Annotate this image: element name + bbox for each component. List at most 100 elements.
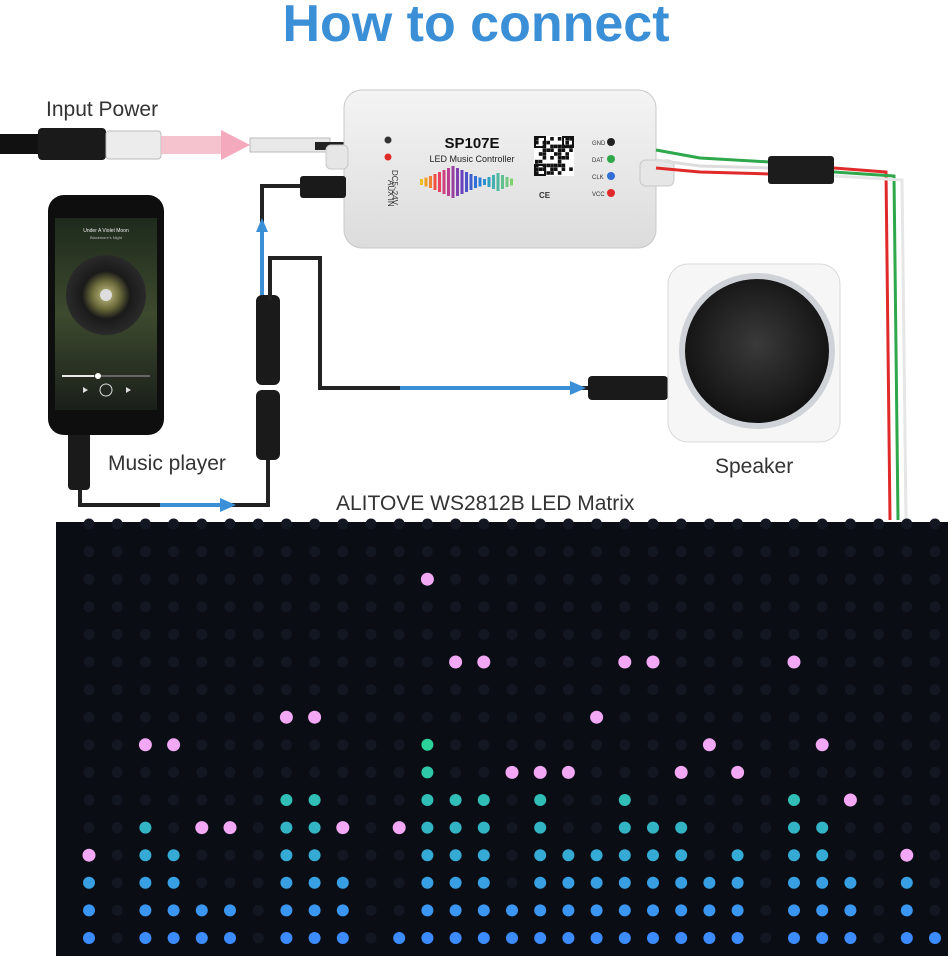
matrix-led-off [788,711,800,723]
sp107e-controller: SP107E LED Music Controller DC5~24V AUX … [300,89,675,249]
matrix-led-on [618,876,631,889]
matrix-led-off [788,546,800,558]
matrix-led-on [477,932,490,944]
matrix-led-off [478,766,490,778]
matrix-led-off [816,518,828,530]
matrix-led-off [816,794,828,806]
matrix-led-off [280,573,292,585]
matrix-led-off [929,601,941,613]
matrix-led-on [280,821,293,834]
waveform-bar [496,173,500,191]
matrix-led-on [477,876,490,889]
matrix-led-off [760,904,772,916]
matrix-led-on [421,849,434,862]
matrix-led-off [619,518,631,530]
matrix-led-off [111,711,123,723]
matrix-led-off [506,546,518,558]
matrix-led-off [393,739,405,751]
matrix-led-off [450,601,462,613]
matrix-led-off [562,794,574,806]
matrix-led-off [393,904,405,916]
matrix-led-off [168,546,180,558]
waveform-bar [478,177,482,187]
matrix-led-on [139,904,152,917]
matrix-led-on [590,876,603,889]
matrix-led-off [309,739,321,751]
matrix-led-off [788,601,800,613]
matrix-led-off [591,518,603,530]
matrix-led-on [900,904,913,917]
matrix-led-off [421,656,433,668]
matrix-led-off [111,932,123,944]
matrix-led-off [337,628,349,640]
matrix-led-off [168,684,180,696]
matrix-led-off [732,684,744,696]
matrix-led-on [83,904,95,917]
matrix-led-off [873,822,885,834]
matrix-led-off [929,739,941,751]
matrix-led-off [506,877,518,889]
matrix-led-off [506,601,518,613]
matrix-led-on [703,932,716,944]
matrix-led-off [506,573,518,585]
matrix-led-on [590,932,603,944]
next-icon [126,387,131,393]
matrix-led-off [929,849,941,861]
matrix-led-off [111,546,123,558]
matrix-led-off [421,711,433,723]
matrix-led-on [534,794,547,806]
input-power-label: Input Power [46,98,159,121]
matrix-led-on [788,821,800,834]
matrix-led-off [760,601,772,613]
matrix-led-on [618,904,631,917]
matrix-led-on [308,821,321,834]
matrix-led-off [450,711,462,723]
matrix-peak-led [533,765,547,779]
matrix-led-off [873,794,885,806]
matrix-led-off [591,656,603,668]
matrix-led-off [844,573,856,585]
aux-label: AUX IN [386,180,395,207]
matrix-led-off [196,573,208,585]
matrix-led-off [844,684,856,696]
matrix-led-off [196,766,208,778]
matrix-led-off [760,822,772,834]
play-icon [99,383,113,397]
matrix-led-off [929,766,941,778]
matrix-led-off [224,711,236,723]
matrix-led-off [929,684,941,696]
matrix-led-off [478,601,490,613]
matrix-led-off [562,628,574,640]
waveform-bar [505,177,509,187]
matrix-led-off [280,628,292,640]
matrix-led-on [83,876,95,889]
matrix-led-off [760,518,772,530]
matrix-led-off [168,628,180,640]
matrix-led-off [111,601,123,613]
prev-icon [83,387,88,393]
matrix-led-off [929,904,941,916]
matrix-led-off [337,601,349,613]
matrix-led-on [139,932,152,944]
matrix-led-on [618,849,631,862]
speaker-grille [685,279,829,423]
matrix-led-off [703,822,715,834]
matrix-led-off [562,518,574,530]
matrix-led-on [590,904,603,917]
matrix-led-on [280,932,293,944]
matrix-led-off [365,656,377,668]
matrix-led-off [365,877,377,889]
matrix-led-off [252,684,264,696]
matrix-led-off [873,573,885,585]
matrix-led-off [252,904,264,916]
matrix-led-off [450,739,462,751]
matrix-led-off [703,518,715,530]
matrix-led-off [252,739,264,751]
matrix-led-on [167,849,180,862]
matrix-led-off [901,739,913,751]
matrix-led-off [83,711,95,723]
matrix-led-on [929,932,941,944]
matrix-led-on [844,876,857,889]
speaker-label: Speaker [715,455,794,478]
matrix-led-off [534,711,546,723]
